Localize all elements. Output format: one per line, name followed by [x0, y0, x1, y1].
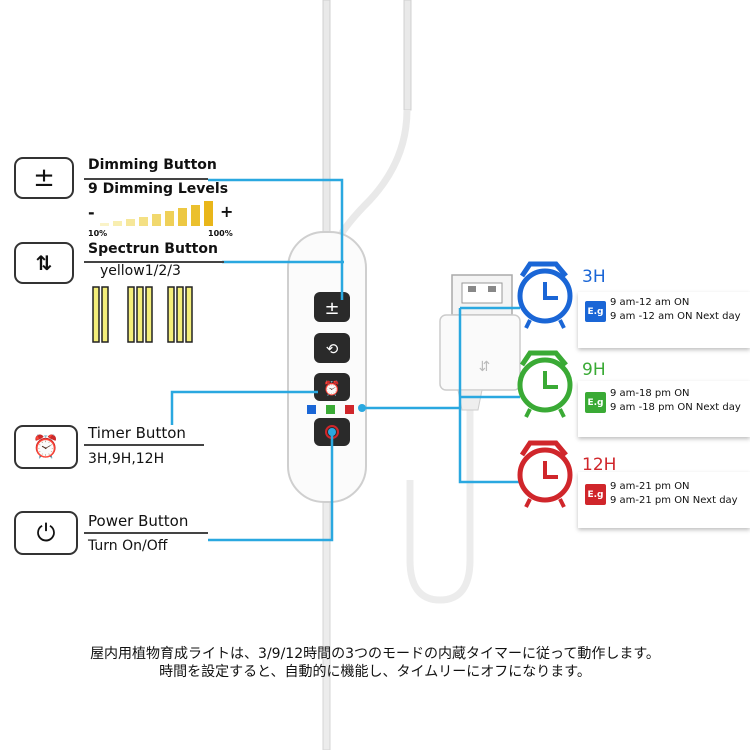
dimming-divider	[84, 178, 208, 180]
spectrum-tubes	[92, 286, 193, 343]
dimming-min-label: 10%	[88, 229, 108, 238]
timer-12h-eg: E.g	[585, 484, 606, 505]
timer-12h-label: 12H	[582, 455, 617, 475]
upper-cable-curve	[334, 109, 411, 242]
caption-line-1: 屋内用植物育成ライトは、3/9/12時間の3つのモードの内蔵タイマーに従って動作…	[90, 646, 660, 662]
dimming-icon-box: ±	[14, 157, 74, 199]
timer-divider	[84, 444, 204, 446]
upper-cable-right	[403, 0, 412, 111]
spectrum-title: Spectrun Button	[88, 241, 218, 257]
clock-12h	[517, 440, 573, 508]
timer-3h-line2: 9 am -12 am ON Next day	[610, 311, 741, 322]
usb-cable	[406, 390, 474, 604]
dimming-title: Dimming Button	[88, 157, 217, 173]
dimming-plus: +	[220, 202, 234, 221]
dimming-subtitle: 9 Dimming Levels	[88, 181, 229, 197]
clock-9h	[517, 350, 573, 418]
dimming-max-label: 100%	[208, 229, 233, 238]
usb-plug: ⇆	[439, 274, 521, 411]
svg-text:±: ±	[324, 298, 339, 319]
dimming-level-bars	[100, 200, 220, 226]
timer-title: Timer Button	[88, 424, 186, 442]
power-icon-box: ⏻	[14, 511, 78, 555]
spectrum-icon-box: ⇅	[14, 242, 74, 284]
power-subtitle: Turn On/Off	[88, 538, 168, 554]
ctrl-led-green	[326, 405, 335, 414]
timer-9h-line1: 9 am-18 pm ON	[610, 388, 690, 399]
dimming-minus: -	[88, 203, 95, 222]
power-title: Power Button	[88, 512, 189, 530]
power-divider	[84, 532, 208, 534]
svg-text:⏰: ⏰	[323, 379, 340, 397]
timer-icon-box: ⏰	[14, 425, 78, 469]
timer-12h-line1: 9 am-21 pm ON	[610, 481, 690, 492]
ctrl-led-red	[345, 405, 354, 414]
lower-cable	[322, 499, 331, 750]
ctrl-timer-button	[314, 373, 350, 401]
ctrl-spectrum-button	[314, 333, 350, 363]
caption-line-2: 時間を設定すると、自動的に機能し、タイムリーにオフになります。	[159, 664, 591, 680]
alarm-clock-icon: ⏰	[32, 434, 60, 460]
timer-9h-eg: E.g	[585, 392, 606, 413]
svg-text:⟲: ⟲	[326, 340, 339, 358]
plus-minus-icon: ±	[33, 163, 55, 193]
ctrl-led-blue	[307, 405, 316, 414]
timer-9h-line2: 9 am -18 pm ON Next day	[610, 402, 741, 413]
timer-3h-line1: 9 am-12 am ON	[610, 297, 690, 308]
spectrum-divider	[84, 261, 224, 263]
timer-3h-eg: E.g	[585, 301, 606, 322]
upper-cable-left	[322, 0, 331, 241]
cycle-arrows-icon: ⇅	[35, 251, 53, 275]
spectrum-subtitle: yellow1/2/3	[100, 263, 181, 279]
timer-3h-label: 3H	[582, 267, 606, 287]
svg-text:⇆: ⇆	[476, 360, 492, 372]
timer-9h-label: 9H	[582, 360, 606, 380]
connector-lines	[170, 178, 520, 542]
timer-subtitle: 3H,9H,12H	[88, 451, 165, 467]
power-icon: ⏻	[36, 519, 56, 547]
clock-3h	[517, 261, 573, 329]
timer-12h-line2: 9 am-21 pm ON Next day	[610, 495, 738, 506]
controller-body	[287, 231, 367, 503]
